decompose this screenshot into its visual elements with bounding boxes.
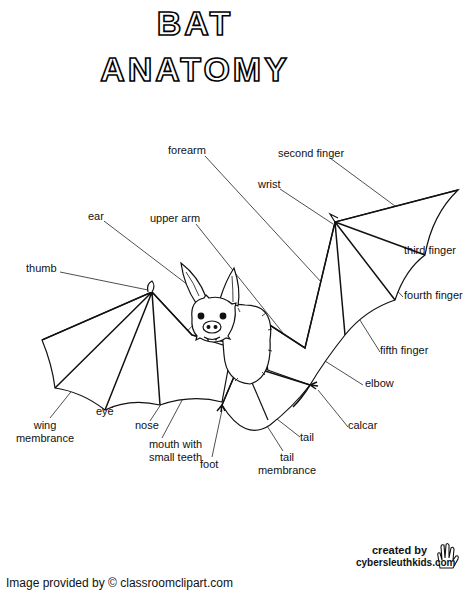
legs-and-feet-part (310, 382, 318, 389)
part-label: wrist (258, 178, 298, 191)
part-label: nose (135, 419, 175, 432)
head-part (203, 321, 221, 333)
credit-text: created by (372, 544, 442, 557)
diagram-title: BAT ANATOMY (75, 0, 315, 92)
left-wing-part (148, 281, 155, 292)
head-part (207, 326, 210, 329)
tail-membrane-part (293, 385, 310, 407)
leader-lines-part (280, 189, 333, 224)
tail-membrane-part (250, 378, 268, 420)
head (181, 263, 239, 342)
legs-and-feet-part (217, 405, 225, 412)
part-label: forearm (168, 144, 238, 157)
part-label: calcar (348, 419, 398, 432)
part-label: tail (300, 431, 330, 444)
part-label: wing membrance (14, 419, 76, 445)
credit-text: cybersleuthkids.com (356, 557, 466, 569)
part-label: tail membrance (256, 451, 318, 477)
right-wing (262, 190, 458, 385)
head-part (214, 326, 217, 329)
leader-lines-part (205, 156, 322, 283)
part-label: third finger (404, 244, 474, 257)
leader-lines-part (318, 390, 348, 427)
part-label: ear (88, 210, 118, 223)
part-label: eye (96, 405, 126, 418)
head-part (192, 295, 236, 342)
right-wing-part (262, 190, 458, 385)
leader-lines-part (212, 410, 222, 457)
part-label: foot (200, 458, 230, 471)
head-part (207, 338, 217, 341)
legs-and-feet-part (262, 370, 310, 385)
head-part (232, 276, 233, 302)
leader-lines-part (104, 221, 188, 285)
part-label: fourth finger (404, 289, 474, 302)
credit-text: Image provided by © classroomclipart.com (6, 576, 326, 590)
part-label: second finger (278, 147, 368, 160)
part-label: upper arm (150, 212, 220, 225)
head-part (204, 337, 220, 340)
head-part (198, 313, 204, 319)
right-wing-part (330, 214, 338, 222)
part-label: elbow (365, 377, 415, 390)
head-part (220, 313, 226, 319)
head-part (181, 263, 206, 303)
leader-lines-part (60, 272, 148, 290)
part-label: fifth finger (380, 344, 460, 357)
leader-lines-part (330, 158, 395, 206)
head-part (186, 272, 199, 296)
part-label: thumb (26, 262, 66, 275)
right-wing-part (262, 190, 458, 348)
